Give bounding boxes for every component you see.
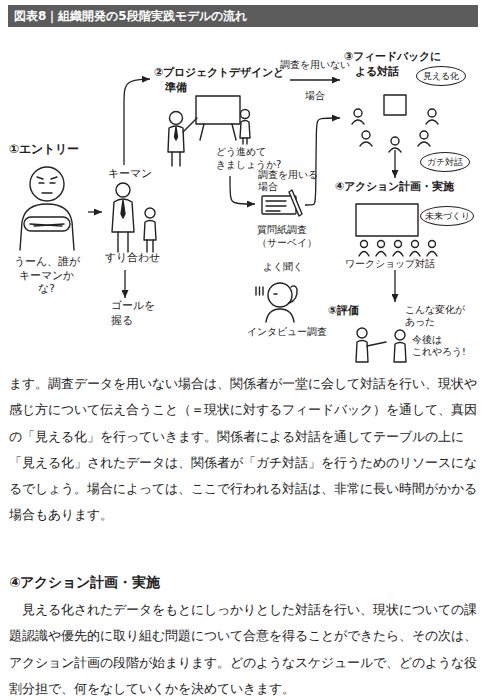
person-head	[391, 137, 399, 145]
person-head	[395, 241, 402, 248]
person-head	[429, 241, 436, 248]
person-head	[268, 283, 292, 307]
listening-marks	[256, 287, 277, 295]
audience-bodies	[359, 252, 437, 257]
flow-arrow	[394, 150, 395, 178]
keyword-bubble: 見える化	[416, 66, 466, 86]
stage-heading: ①エントリー	[9, 142, 87, 158]
necktie	[175, 127, 178, 140]
flow-arrow	[394, 270, 395, 302]
person-head	[241, 110, 250, 119]
keyword-bubble: ガチ対話	[420, 152, 470, 172]
section-heading: ④アクション計画・実施	[9, 569, 479, 595]
person-head	[378, 241, 385, 248]
board-legs	[200, 124, 236, 140]
caption-text: 質問紙調査（サーベイ）	[257, 223, 319, 249]
pencil	[289, 190, 302, 216]
caption-text: インタビュー調査	[247, 325, 331, 338]
person-head	[361, 241, 368, 248]
person-head	[362, 131, 370, 139]
illustration-group	[20, 95, 438, 362]
caption-text: ゴールを握る	[111, 298, 156, 327]
person-head	[145, 208, 155, 218]
hand-to-ear	[289, 286, 297, 303]
arm-lines	[30, 224, 64, 226]
person-legs	[147, 240, 153, 252]
speech-caption: どう進めてきましょうか?	[216, 145, 284, 171]
figure-title: 図表8｜組織開発の5段階実践モデルの流れ	[14, 5, 247, 27]
stage-group: ゴールを握る	[103, 298, 153, 330]
bubble-text: ガチ対話	[421, 152, 469, 172]
caption-text: よく聞く	[263, 260, 323, 273]
person-legs	[118, 232, 128, 252]
speech-caption: うーん、誰がキーマンかな?	[11, 255, 82, 296]
stage-heading: ④アクション計画・実施	[335, 180, 475, 195]
whiteboard	[356, 204, 418, 236]
stage-group: ③フィードバックによる対話	[340, 48, 475, 150]
person-body	[240, 121, 250, 139]
flow-arrow	[305, 118, 340, 205]
person-body	[20, 204, 74, 250]
caption-text: すり合わせ	[105, 251, 167, 265]
body-paragraph: 見える化されたデータをもとにしっかりとした対話を行い、現状についての課題認識や優…	[9, 597, 479, 700]
person-limbs	[172, 118, 197, 166]
edge-label: 調査を用いる場合	[258, 169, 323, 193]
flow-arrow	[230, 176, 255, 204]
person-head	[428, 109, 436, 117]
flow-arrow	[88, 211, 102, 212]
person-body	[168, 126, 184, 152]
keyword-bubble: 未来づくり	[420, 206, 474, 226]
person-body	[144, 221, 156, 241]
bubble-text: 見える化	[417, 66, 465, 86]
title-bar: 図表8｜組織開発の5段階実践モデルの流れ	[8, 5, 478, 27]
people-bodies	[352, 120, 438, 152]
stage-group: ⑤評価 こんな変化があった今後はこれやろう!	[325, 302, 480, 364]
bubble-text: 未来づくり	[421, 206, 473, 226]
person-body	[112, 199, 134, 232]
stage-heading: ⑤評価	[328, 304, 378, 319]
stage-group: キーマンすり合わせ	[102, 165, 168, 270]
person-shoulders	[266, 309, 294, 322]
flow-arrow	[124, 79, 150, 165]
necktie	[121, 200, 125, 218]
caption-text: キーマン	[108, 167, 164, 181]
person-head	[30, 167, 64, 201]
body-paragraph: ます。調査データを用いない場合は、関係者が一堂に会して対話を行い、現状や感じ方に…	[9, 371, 479, 529]
flow-arrow	[290, 79, 340, 80]
caption-text: ワークショップ対話	[345, 257, 445, 270]
stage-heading: ②プロジェクトデザインと準備	[154, 66, 287, 96]
stage-group: ①エントリーうーん、誰がキーマンかな?	[5, 140, 88, 282]
flow-arrow	[124, 270, 125, 298]
face-lines	[37, 177, 57, 193]
stage-group: よく聞くインタビュー調査	[245, 258, 330, 340]
questionnaire-sheet	[262, 196, 296, 214]
presentation-board	[196, 96, 240, 124]
dialogue-table	[384, 95, 406, 115]
person-head	[395, 330, 405, 340]
person-head	[420, 131, 428, 139]
stage-group: 質問紙調査（サーベイ）	[255, 192, 305, 250]
person-head	[170, 112, 183, 125]
sheet-lines	[266, 201, 286, 211]
pointing-arm	[367, 342, 386, 346]
speech-caption: こんな変化があった	[405, 304, 465, 329]
crossed-arms	[24, 217, 70, 231]
person-head	[357, 328, 367, 338]
edge-label: 調査を用いない場合	[276, 49, 354, 111]
person-head	[354, 109, 362, 117]
person-body	[356, 341, 368, 363]
person-head	[412, 241, 419, 248]
person-head	[116, 183, 130, 197]
speech-caption: 今後はこれやろう!	[412, 334, 468, 359]
person-body	[394, 343, 406, 363]
person-legs	[243, 138, 247, 144]
stage-group: ②プロジェクトデザインと準備どう進めてきましょうか?	[150, 64, 290, 176]
